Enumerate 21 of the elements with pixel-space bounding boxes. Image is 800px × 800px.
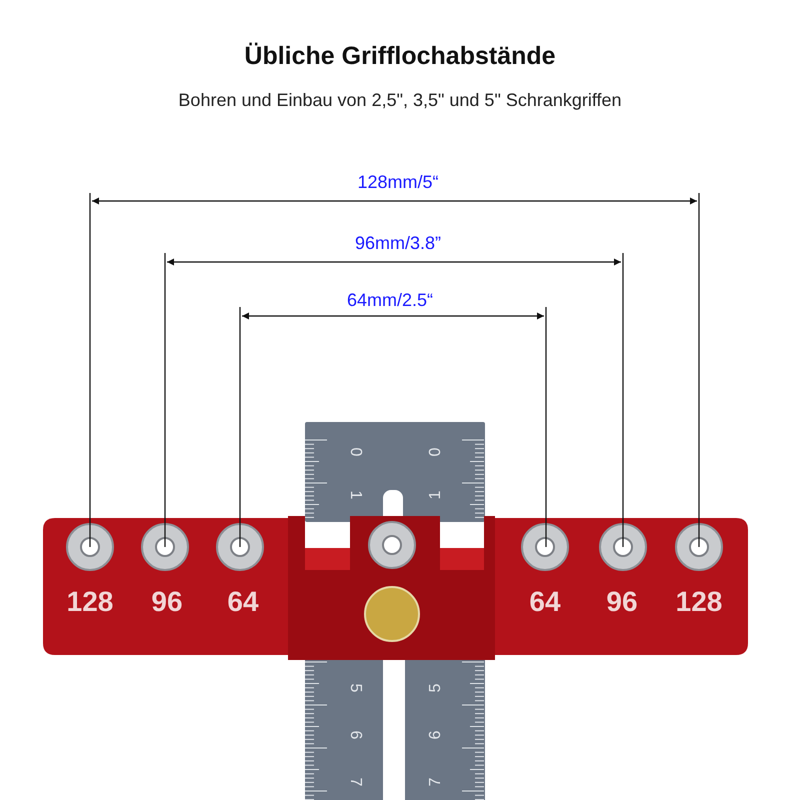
hole-spacing-number: 96 [606, 588, 638, 616]
ruler-number: 0 [347, 448, 363, 456]
dimension-label: 64mm/2.5“ [346, 291, 434, 309]
ruler-number: 5 [347, 684, 363, 692]
hole-spacing-number: 128 [676, 588, 722, 616]
title: Übliche Grifflochabstände [244, 41, 556, 72]
subtitle: Bohren und Einbau von 2,5", 3,5" und 5" Schrankgriffen [178, 89, 622, 112]
ruler-number: 0 [428, 448, 444, 456]
ruler-number: 1 [428, 490, 444, 500]
ruler-number: 7 [347, 778, 363, 786]
ruler-number: 7 [428, 778, 444, 786]
hole-spacing-number: 128 [66, 588, 114, 616]
ruler-number: 6 [428, 730, 444, 740]
dimension-label: 96mm/3.8” [354, 234, 442, 252]
ruler-number: 1 [347, 490, 363, 500]
hole-spacing-number: 64 [529, 588, 561, 616]
hole-spacing-number: 96 [151, 588, 183, 616]
dimension-label: 128mm/5“ [357, 173, 439, 191]
ruler-number: 5 [428, 684, 444, 692]
hole-spacing-number: 64 [227, 588, 259, 616]
ruler-number: 6 [347, 730, 363, 740]
